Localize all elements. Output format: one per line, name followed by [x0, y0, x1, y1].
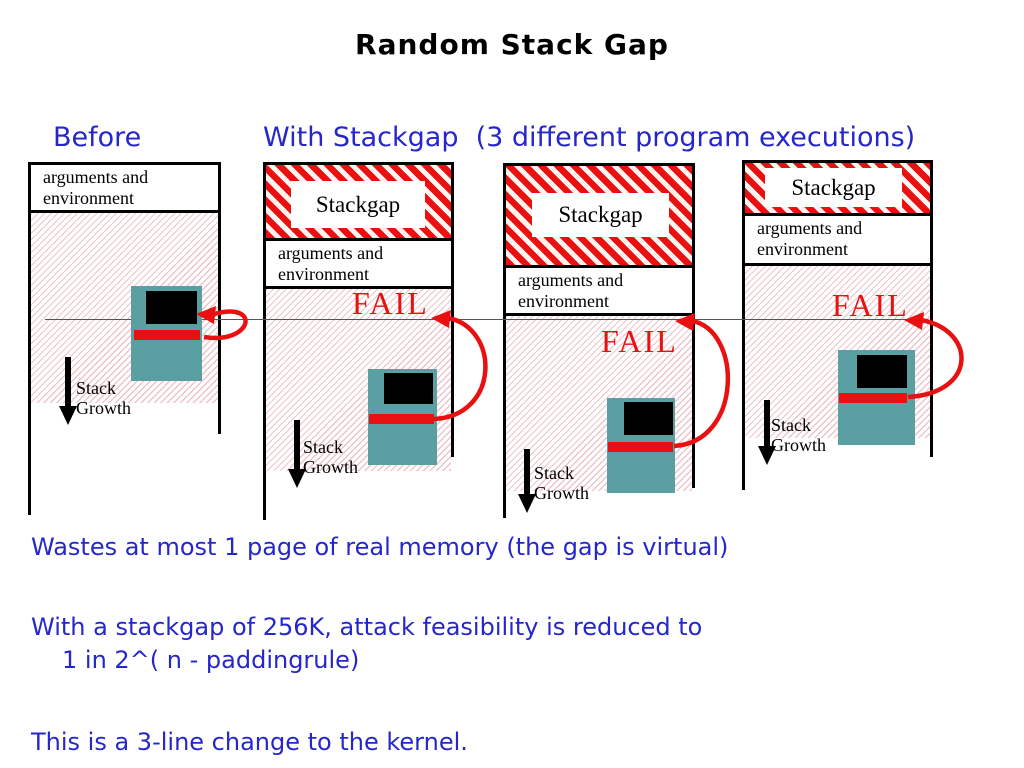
- args-env-label-line2: environment: [43, 188, 134, 208]
- machine-screen: [857, 355, 907, 388]
- column-left-border: [263, 289, 266, 520]
- args-env-region: arguments and environment: [266, 241, 451, 285]
- stack-growth-word1: Stack: [303, 437, 343, 457]
- stack-growth-word2: Growth: [771, 435, 826, 455]
- stack-growth-word2: Growth: [303, 457, 358, 477]
- column-right-border: [451, 289, 454, 457]
- note-formula: 1 in 2^( n - paddingrule): [62, 646, 360, 674]
- stack-growth-word2: Growth: [76, 398, 131, 418]
- stack-growth-label: Stack Growth: [771, 415, 826, 455]
- note-wastes: Wastes at most 1 page of real memory (th…: [31, 533, 729, 561]
- stack-growth-label: Stack Growth: [76, 378, 131, 418]
- args-env-label-line2: environment: [518, 291, 609, 311]
- return-address-bar: [839, 393, 907, 403]
- column-top-frame: Stackgap arguments and environment: [503, 163, 695, 316]
- stackgap-region: Stackgap: [506, 166, 692, 268]
- machine-screen: [624, 402, 673, 435]
- args-env-label-line1: arguments and: [43, 167, 149, 187]
- fail-label: FAIL: [352, 285, 429, 321]
- page-title: Random Stack Gap: [355, 28, 669, 61]
- stackgap-label: Stackgap: [291, 181, 425, 228]
- stack-growth-label: Stack Growth: [303, 437, 358, 477]
- stackgap-label: Stackgap: [532, 193, 669, 237]
- args-env-region: arguments and environment: [506, 268, 692, 312]
- machine-screen: [146, 291, 197, 324]
- stack-growth-word1: Stack: [771, 415, 811, 435]
- args-env-label-line1: arguments and: [757, 218, 863, 238]
- fail-label: FAIL: [601, 323, 678, 359]
- stack-growth-word2: Growth: [534, 483, 589, 503]
- column-left-border: [503, 316, 506, 518]
- note-feasibility: With a stackgap of 256K, attack feasibil…: [31, 613, 703, 641]
- return-address-bar: [369, 414, 434, 424]
- note-kernel: This is a 3-line change to the kernel.: [31, 728, 468, 756]
- return-address-bar: [134, 330, 200, 340]
- stackgap-label: Stackgap: [765, 168, 902, 207]
- machine-screen: [384, 373, 433, 404]
- header-with-stackgap: With Stackgap (3 different program execu…: [263, 122, 916, 153]
- column-top-frame: Stackgap arguments and environment: [742, 160, 933, 266]
- column-right-border: [930, 266, 933, 457]
- args-env-region: arguments and environment: [745, 216, 930, 260]
- fail-label: FAIL: [832, 287, 909, 323]
- return-address-bar: [608, 442, 673, 452]
- column-right-border: [218, 213, 221, 434]
- stack-growth-word1: Stack: [76, 378, 116, 398]
- args-env-label-line2: environment: [278, 264, 369, 284]
- args-env-label-line2: environment: [757, 239, 848, 259]
- stack-growth-label: Stack Growth: [534, 463, 589, 503]
- column-right-border: [692, 316, 695, 488]
- header-before: Before: [53, 122, 142, 153]
- stackgap-region: Stackgap: [745, 163, 930, 216]
- args-env-label-line1: arguments and: [278, 243, 384, 263]
- column-left-border: [742, 266, 745, 490]
- column-left-border: [28, 213, 31, 515]
- stackgap-region: Stackgap: [266, 165, 451, 241]
- args-env-label-line1: arguments and: [518, 270, 624, 290]
- column-top-frame: Stackgap arguments and environment: [263, 162, 454, 289]
- stack-growth-word1: Stack: [534, 463, 574, 483]
- args-env-region: arguments and environment: [28, 162, 221, 213]
